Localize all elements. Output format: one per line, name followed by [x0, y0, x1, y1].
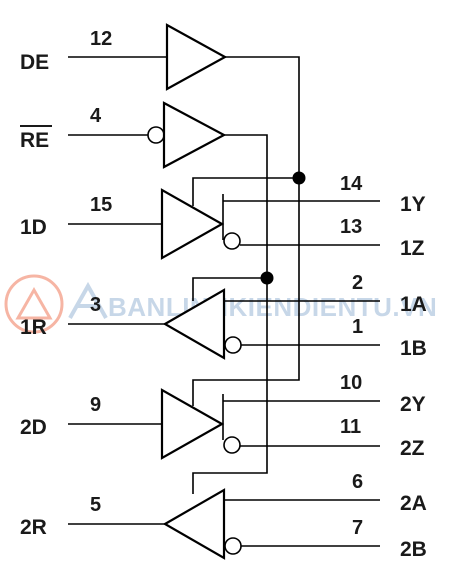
re-invert-bubble [147, 126, 165, 144]
de-enable-line [192, 56, 300, 406]
pin-15: 15 [90, 194, 112, 216]
pin-10: 10 [340, 372, 362, 394]
label-re: RE [20, 129, 49, 152]
label-2y: 2Y [400, 393, 426, 416]
pin-13: 13 [340, 216, 362, 238]
junction-dot-re [260, 271, 274, 285]
label-2d: 2D [20, 416, 47, 439]
label-1a: 1A [400, 293, 427, 316]
de-enable-branch-1d [192, 177, 299, 206]
label-2b: 2B [400, 538, 427, 561]
label-de: DE [20, 51, 49, 74]
label-2z: 2Z [400, 437, 425, 460]
pin-6: 6 [352, 471, 363, 493]
label-1d: 1D [20, 216, 47, 239]
pin-12: 12 [90, 28, 112, 50]
re-enable-line [192, 134, 268, 494]
watermark-logo-icon [4, 274, 108, 334]
pin-14: 14 [340, 173, 363, 195]
pin-1: 1 [352, 316, 363, 338]
re-enable-branch-1r [192, 277, 267, 301]
label-1y: 1Y [400, 193, 426, 216]
2d-driver [160, 388, 225, 460]
label-2r: 2R [20, 516, 47, 539]
pin-11: 11 [340, 416, 361, 438]
junction-dot-de [292, 171, 306, 185]
label-1b: 1B [400, 337, 427, 360]
2r-receiver [162, 488, 226, 560]
pin-5: 5 [90, 494, 101, 516]
watermark-text: BANLINHKIENDIENTU.VN [108, 292, 437, 322]
1r-receiver [162, 288, 226, 360]
label-2a: 2A [400, 492, 427, 515]
pin-4: 4 [90, 105, 102, 127]
pin-7: 7 [352, 517, 363, 539]
1d-driver [160, 188, 225, 260]
2z-invert-bubble [223, 436, 241, 454]
label-1r: 1R [20, 316, 47, 339]
2b-invert-bubble [224, 537, 242, 555]
pin-3: 3 [90, 294, 101, 316]
1z-invert-bubble [223, 232, 241, 250]
pin-2: 2 [352, 272, 363, 294]
de-buffer [165, 23, 228, 91]
re-buffer [162, 101, 227, 169]
1b-invert-bubble [224, 336, 242, 354]
pin-9: 9 [90, 394, 101, 416]
label-1z: 1Z [400, 237, 425, 260]
